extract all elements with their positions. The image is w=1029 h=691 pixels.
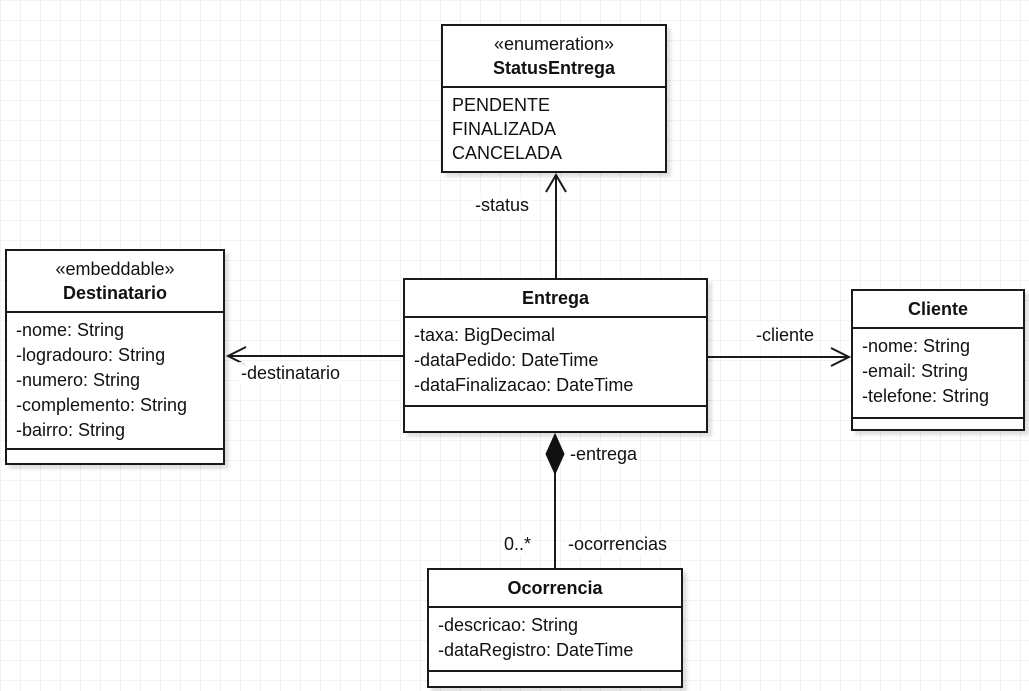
class-statusentrega-stereotype: «enumeration» [493, 34, 615, 54]
attribute: -dataFinalizacao: DateTime [414, 375, 634, 395]
attribute: -email: String [862, 361, 969, 381]
attribute: -telefone: String [862, 386, 990, 406]
class-entrega-methods-compartment [405, 405, 706, 431]
class-cliente-name: Cliente [907, 299, 968, 319]
class-cliente-methods-compartment [853, 417, 1023, 429]
class-ocorrencia-methods-compartment [429, 670, 681, 686]
composition-diamond-icon [545, 432, 565, 476]
class-destinatario-header: «embeddable» Destinatario [7, 251, 223, 313]
cliente-open-arrowhead-icon [830, 347, 852, 367]
class-ocorrencia-attributes: -descricao: String -dataRegistro: DateTi… [429, 608, 681, 670]
class-destinatario: «embeddable» Destinatario -nome: String … [5, 249, 225, 465]
class-statusentrega: «enumeration» StatusEntrega PENDENTE FIN… [441, 24, 667, 173]
attribute: -logradouro: String [16, 345, 166, 365]
attribute: -taxa: BigDecimal [414, 325, 556, 345]
edge-label-destinatario: -destinatario [239, 362, 343, 384]
class-destinatario-stereotype: «embeddable» [55, 259, 175, 279]
class-statusentrega-name: StatusEntrega [492, 58, 616, 78]
enum-literal: FINALIZADA [452, 119, 557, 139]
edge-multiplicity-ocorrencias: 0..* [502, 533, 534, 555]
attribute: -complemento: String [16, 395, 188, 415]
attribute: -bairro: String [16, 420, 126, 440]
attribute: -dataPedido: DateTime [414, 350, 599, 370]
class-statusentrega-header: «enumeration» StatusEntrega [443, 26, 665, 88]
class-ocorrencia: Ocorrencia -descricao: String -dataRegis… [427, 568, 683, 688]
attribute: -descricao: String [438, 615, 579, 635]
edge-label-ocorrencias: -ocorrencias [566, 533, 670, 555]
attribute: -nome: String [862, 336, 971, 356]
class-cliente: Cliente -nome: String -email: String -te… [851, 289, 1025, 431]
enum-literal: CANCELADA [452, 143, 563, 163]
attribute: -numero: String [16, 370, 141, 390]
class-destinatario-name: Destinatario [62, 283, 168, 303]
class-ocorrencia-name: Ocorrencia [507, 578, 603, 598]
enum-literal: PENDENTE [452, 95, 551, 115]
class-ocorrencia-header: Ocorrencia [429, 570, 681, 608]
class-cliente-attributes: -nome: String -email: String -telefone: … [853, 329, 1023, 417]
class-cliente-header: Cliente [853, 291, 1023, 329]
class-entrega-header: Entrega [405, 280, 706, 318]
edge-label-entrega: -entrega [568, 443, 640, 465]
class-entrega: Entrega -taxa: BigDecimal -dataPedido: D… [403, 278, 708, 433]
class-entrega-name: Entrega [521, 288, 590, 308]
attribute: -nome: String [16, 320, 125, 340]
edge-label-status: -status [473, 194, 532, 216]
edge-label-cliente: -cliente [754, 324, 817, 346]
class-destinatario-methods-compartment [7, 448, 223, 463]
attribute: -dataRegistro: DateTime [438, 640, 634, 660]
class-entrega-attributes: -taxa: BigDecimal -dataPedido: DateTime … [405, 318, 706, 405]
status-open-arrowhead-icon [545, 173, 567, 193]
class-statusentrega-literals: PENDENTE FINALIZADA CANCELADA [443, 88, 665, 171]
class-destinatario-attributes: -nome: String -logradouro: String -numer… [7, 313, 223, 448]
